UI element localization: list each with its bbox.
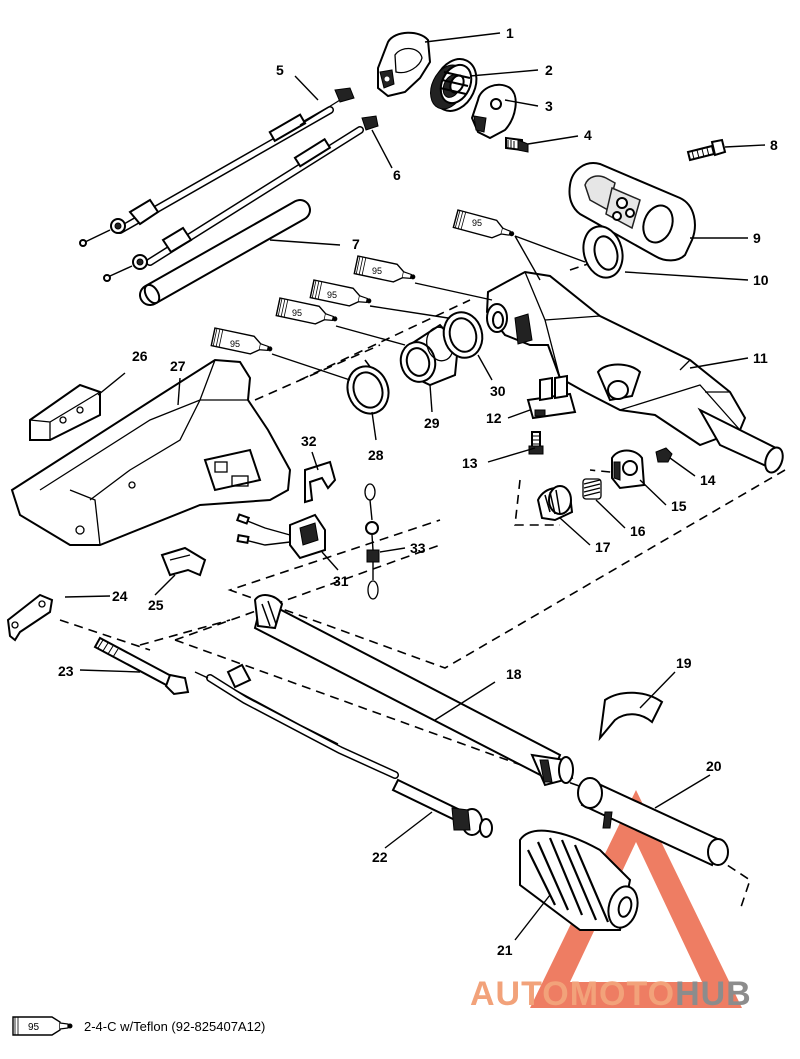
part-22-cable [194,663,493,838]
callout-15: 15 [671,498,687,514]
tube-label: 95 [230,339,240,349]
part-8-bolt [686,138,727,162]
part-21-grip [519,829,639,931]
part-6-cable [103,115,379,282]
part-17-knob [536,485,574,522]
callout-4: 4 [584,127,592,143]
callout-30: 30 [490,383,506,399]
watermark-logo: AUTOMOTOHUB [470,975,752,1014]
callout-32: 32 [301,433,317,449]
callout-2: 2 [545,62,553,78]
grease-tube-b: 95 [353,255,418,287]
callout-8: 8 [770,137,778,153]
tube-label: 95 [372,266,382,276]
callout-19: 19 [676,655,692,671]
callout-12: 12 [486,410,502,426]
part-10-bushing [582,225,624,279]
callout-25: 25 [148,597,164,613]
part-26-block [29,383,101,441]
callout-18: 18 [506,666,522,682]
legend: 95 2-4-C w/Teflon (92-825407A12) [12,1015,265,1037]
legend-text: 2-4-C w/Teflon (92-825407A12) [84,1018,266,1034]
callout-26: 26 [132,348,148,364]
part-3-plate [470,83,517,140]
grease-tube-c: 95 [309,279,374,311]
callout-7: 7 [352,236,360,252]
part-30-ring [442,311,484,359]
part-9-plate [568,162,696,262]
part-2-pulley [430,58,478,112]
watermark-triangle [530,790,742,1008]
callout-31: 31 [333,573,349,589]
part-33-lanyard [364,483,380,600]
part-19-bushing [598,691,664,742]
watermark-part2: HUB [675,975,752,1013]
part-5-cable [79,87,355,247]
part-12-bracket [526,374,577,420]
part-14-nut [655,447,673,463]
part-28-seal [346,365,390,415]
callout-3: 3 [545,98,553,114]
callout-28: 28 [368,447,384,463]
part-1-clamp [377,31,432,98]
grease-tube-d: 95 [275,297,340,329]
callout-numbers: 1 2 3 4 5 6 7 8 9 10 11 12 13 14 15 16 1… [58,25,778,958]
callout-6: 6 [393,167,401,183]
part-23-bolt [93,636,190,696]
part-16-spring [582,478,602,500]
tube-label: 95 [472,218,482,228]
callout-23: 23 [58,663,74,679]
callout-10: 10 [753,272,769,288]
tube-label: 95 [327,290,337,300]
callout-33: 33 [410,540,426,556]
part-18-shaft [253,594,574,787]
tube-leaders [271,235,586,381]
part-4-screw [505,136,529,153]
callout-5: 5 [276,62,284,78]
part-20-grip-tube [577,777,729,867]
callout-11: 11 [753,350,768,366]
part-13-screw [528,431,544,455]
part-15-block [611,449,646,490]
callout-13: 13 [462,455,478,471]
part-7-hose [139,199,311,306]
callout-20: 20 [706,758,722,774]
callout-16: 16 [630,523,646,539]
callout-24: 24 [112,588,128,604]
callout-17: 17 [595,539,611,555]
part-24-bracket [6,593,54,642]
callout-21: 21 [497,942,513,958]
grease-tube-e: 95 [210,327,275,359]
callout-29: 29 [424,415,440,431]
watermark-part1: AUTOMOTO [470,975,676,1013]
part-25-clip [160,546,207,577]
part-32-clip [304,460,337,504]
grease-tube-icon: 95 [12,1016,73,1036]
part-27-bracket [10,358,292,546]
part-31-switch [235,513,326,560]
callout-9: 9 [753,230,761,246]
callout-22: 22 [372,849,388,865]
tube-label: 95 [292,308,302,318]
legend-tube-label: 95 [28,1022,40,1033]
grease-tube-a: 95 [452,209,518,244]
callout-1: 1 [506,25,514,41]
callout-14: 14 [700,472,716,488]
callout-leaders [64,32,766,941]
callout-27: 27 [170,358,186,374]
part-11-tiller-housing [485,270,784,474]
